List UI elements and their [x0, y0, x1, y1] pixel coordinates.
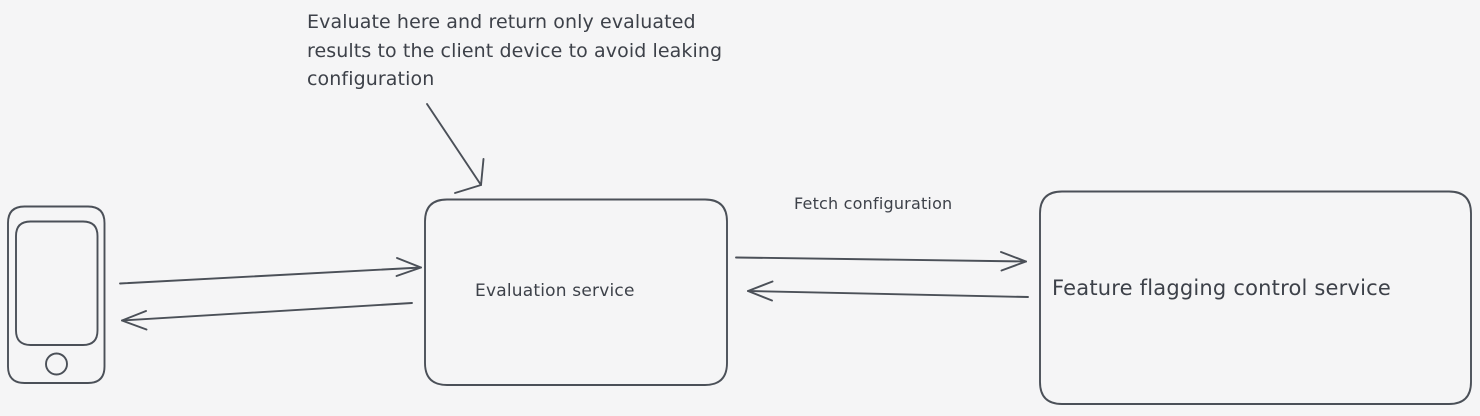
annotation-arrow-arrowhead [454, 158, 485, 194]
edge-evaluation-to-client-arrowhead [121, 310, 148, 331]
evaluation-service-box-outline [424, 198, 728, 386]
edge-control-to-evaluation-line [747, 290, 1029, 298]
annotation-line-1: Evaluate here and return only evaluated [307, 11, 696, 33]
edge-client-to-evaluation [119, 257, 422, 285]
annotation-line-2: results to the client device to avoid le… [307, 39, 723, 62]
client-device-node[interactable] [7, 205, 106, 384]
edge-evaluation-to-control-line [735, 256, 1027, 263]
phone-home-button-icon [45, 352, 68, 376]
edge-control-to-evaluation-arrowhead [747, 280, 774, 302]
feature-flagging-control-service-box-outline [1039, 190, 1472, 405]
edge-client-to-evaluation-arrowhead [395, 257, 422, 277]
phone-screen-outline [15, 220, 99, 346]
edge-control-to-evaluation [747, 280, 1029, 302]
feature-flagging-control-service-node[interactable] [1039, 190, 1472, 405]
edge-evaluation-to-control-arrowhead [1000, 251, 1027, 272]
annotation-line-3: configuration [307, 68, 435, 90]
edge-label-fetch-configuration: Fetch configuration [794, 194, 953, 213]
annotation-arrow-line [426, 103, 482, 186]
evaluation-service-node[interactable] [424, 198, 728, 386]
edge-client-to-evaluation-line [119, 266, 422, 285]
edge-evaluation-to-client [121, 302, 413, 331]
phone-body-outline [7, 205, 106, 384]
edge-evaluation-to-client-line [121, 302, 413, 322]
feature-flagging-control-service-label: Feature flagging control service [1052, 276, 1392, 300]
evaluation-service-label: Evaluation service [475, 281, 635, 301]
edge-evaluation-to-control [735, 251, 1027, 272]
annotation-arrow [426, 103, 485, 194]
